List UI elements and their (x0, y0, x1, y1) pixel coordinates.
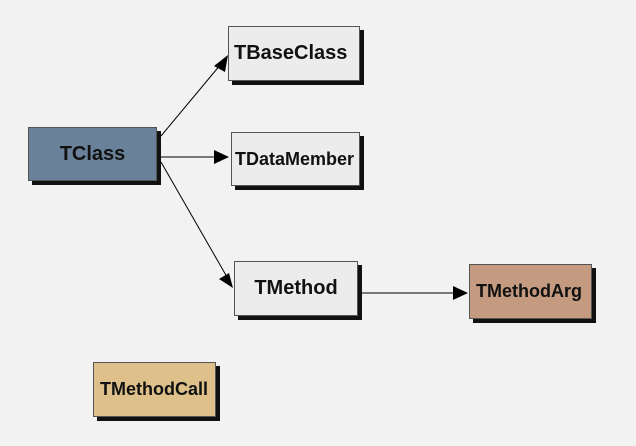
node-tdatamember[interactable]: TDataMember (231, 132, 360, 186)
node-tbaseclass[interactable]: TBaseClass (228, 26, 360, 81)
node-tdatamember-label: TDataMember (235, 148, 355, 169)
edge-tmethod-tmethodarg (360, 286, 468, 300)
edge-tclass-tmethod (160, 161, 233, 288)
edge-tclass-tbaseclass (160, 55, 228, 137)
node-tmethod[interactable]: TMethod (234, 261, 358, 316)
node-tbaseclass-label: TBaseClass (234, 42, 348, 64)
node-tmethodcall-label: TMethodCall (100, 379, 208, 399)
node-tclass-label: TClass (59, 142, 126, 165)
node-tmethodarg[interactable]: TMethodArg (469, 264, 592, 319)
node-tmethod-label: TMethod (254, 277, 338, 299)
node-tmethodcall[interactable]: TMethodCall (93, 362, 216, 417)
node-tmethodarg-label: TMethodArg (476, 281, 582, 301)
node-tclass[interactable]: TClass (28, 127, 157, 181)
edge-tclass-tdatamember (161, 150, 229, 164)
